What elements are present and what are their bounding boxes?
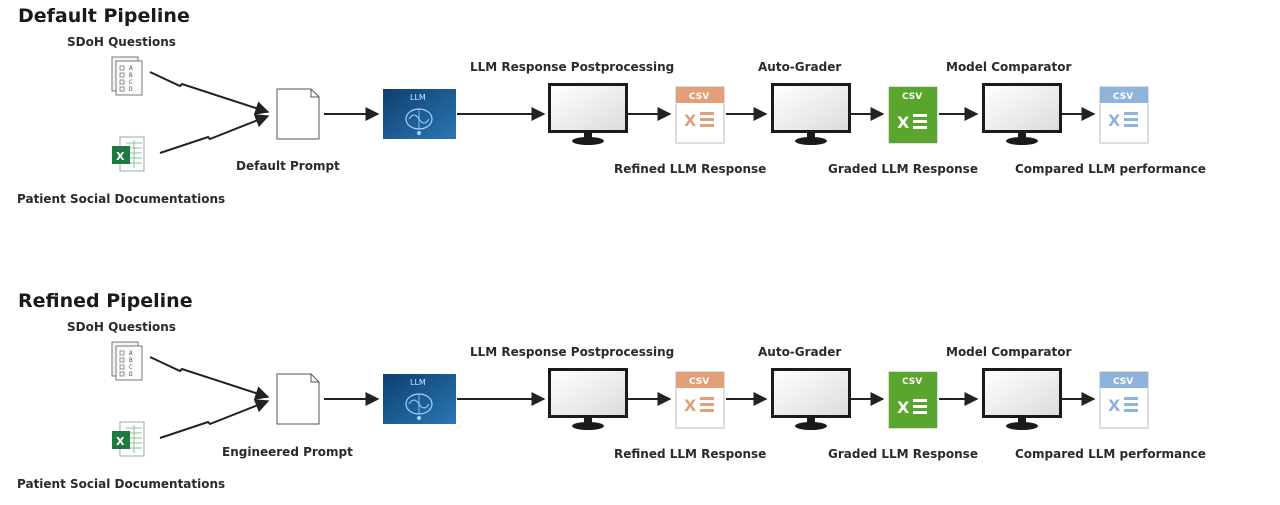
graded-response-label: Graded LLM Response bbox=[828, 447, 978, 461]
csv-tag: CSV bbox=[689, 92, 709, 102]
compared-performance-label: Compared LLM performance bbox=[1015, 447, 1206, 461]
pipeline-default: Default Pipeline SDoH Questions Patient … bbox=[17, 5, 1206, 206]
pipeline-refined: Refined Pipeline SDoH Questions Patient … bbox=[17, 290, 1206, 491]
postprocessing-label: LLM Response Postprocessing bbox=[470, 60, 674, 74]
patient-docs-label: Patient Social Documentations bbox=[17, 192, 225, 206]
monitor-icon bbox=[771, 83, 851, 145]
monitor-icon bbox=[982, 368, 1062, 430]
prompt-label: Default Prompt bbox=[236, 159, 340, 173]
monitor-icon bbox=[982, 83, 1062, 145]
svg-text:X: X bbox=[684, 111, 697, 130]
arrow-docs bbox=[159, 114, 270, 154]
monitor-icon bbox=[548, 368, 628, 430]
postprocessing-label: LLM Response Postprocessing bbox=[470, 345, 674, 359]
refined-response-label: Refined LLM Response bbox=[614, 162, 766, 176]
csv-file-icon: CSV X bbox=[888, 86, 938, 144]
csv-tag: CSV bbox=[689, 377, 709, 387]
auto-grader-label: Auto-Grader bbox=[758, 60, 841, 74]
csv-file-icon: CSV X bbox=[675, 86, 725, 144]
graded-response-label: Graded LLM Response bbox=[828, 162, 978, 176]
excel-icon bbox=[111, 136, 145, 172]
svg-text:X: X bbox=[1108, 111, 1121, 130]
excel-icon bbox=[111, 421, 145, 457]
llm-badge: LLM bbox=[410, 93, 426, 102]
prompt-label: Engineered Prompt bbox=[222, 445, 353, 459]
document-icon bbox=[276, 88, 320, 140]
pipeline-title: Default Pipeline bbox=[18, 5, 190, 27]
csv-file-icon: CSV X bbox=[888, 371, 938, 429]
monitor-icon bbox=[548, 83, 628, 145]
refined-response-label: Refined LLM Response bbox=[614, 447, 766, 461]
comparator-label: Model Comparator bbox=[946, 345, 1071, 359]
svg-text:X: X bbox=[897, 398, 910, 417]
patient-docs-label: Patient Social Documentations bbox=[17, 477, 225, 491]
pipeline-title: Refined Pipeline bbox=[18, 290, 193, 312]
svg-text:X: X bbox=[684, 396, 697, 415]
csv-file-icon: CSV X bbox=[675, 371, 725, 429]
arrow-questions bbox=[149, 71, 270, 115]
csv-tag: CSV bbox=[1113, 377, 1133, 387]
questionnaire-icon bbox=[111, 341, 143, 381]
llm-badge: LLM bbox=[410, 378, 426, 387]
csv-tag: CSV bbox=[902, 377, 922, 387]
svg-text:X: X bbox=[1108, 396, 1121, 415]
sdoh-questions-label: SDoH Questions bbox=[67, 320, 176, 334]
document-icon bbox=[276, 373, 320, 425]
csv-tag: CSV bbox=[902, 92, 922, 102]
csv-tag: CSV bbox=[1113, 92, 1133, 102]
monitor-icon bbox=[771, 368, 851, 430]
svg-text:X: X bbox=[897, 113, 910, 132]
csv-file-icon: CSV X bbox=[1099, 86, 1149, 144]
arrow-questions bbox=[149, 356, 270, 400]
questionnaire-icon bbox=[111, 56, 143, 96]
compared-performance-label: Compared LLM performance bbox=[1015, 162, 1206, 176]
sdoh-questions-label: SDoH Questions bbox=[67, 35, 176, 49]
csv-file-icon: CSV X bbox=[1099, 371, 1149, 429]
arrow-docs bbox=[159, 399, 270, 439]
auto-grader-label: Auto-Grader bbox=[758, 345, 841, 359]
comparator-label: Model Comparator bbox=[946, 60, 1071, 74]
